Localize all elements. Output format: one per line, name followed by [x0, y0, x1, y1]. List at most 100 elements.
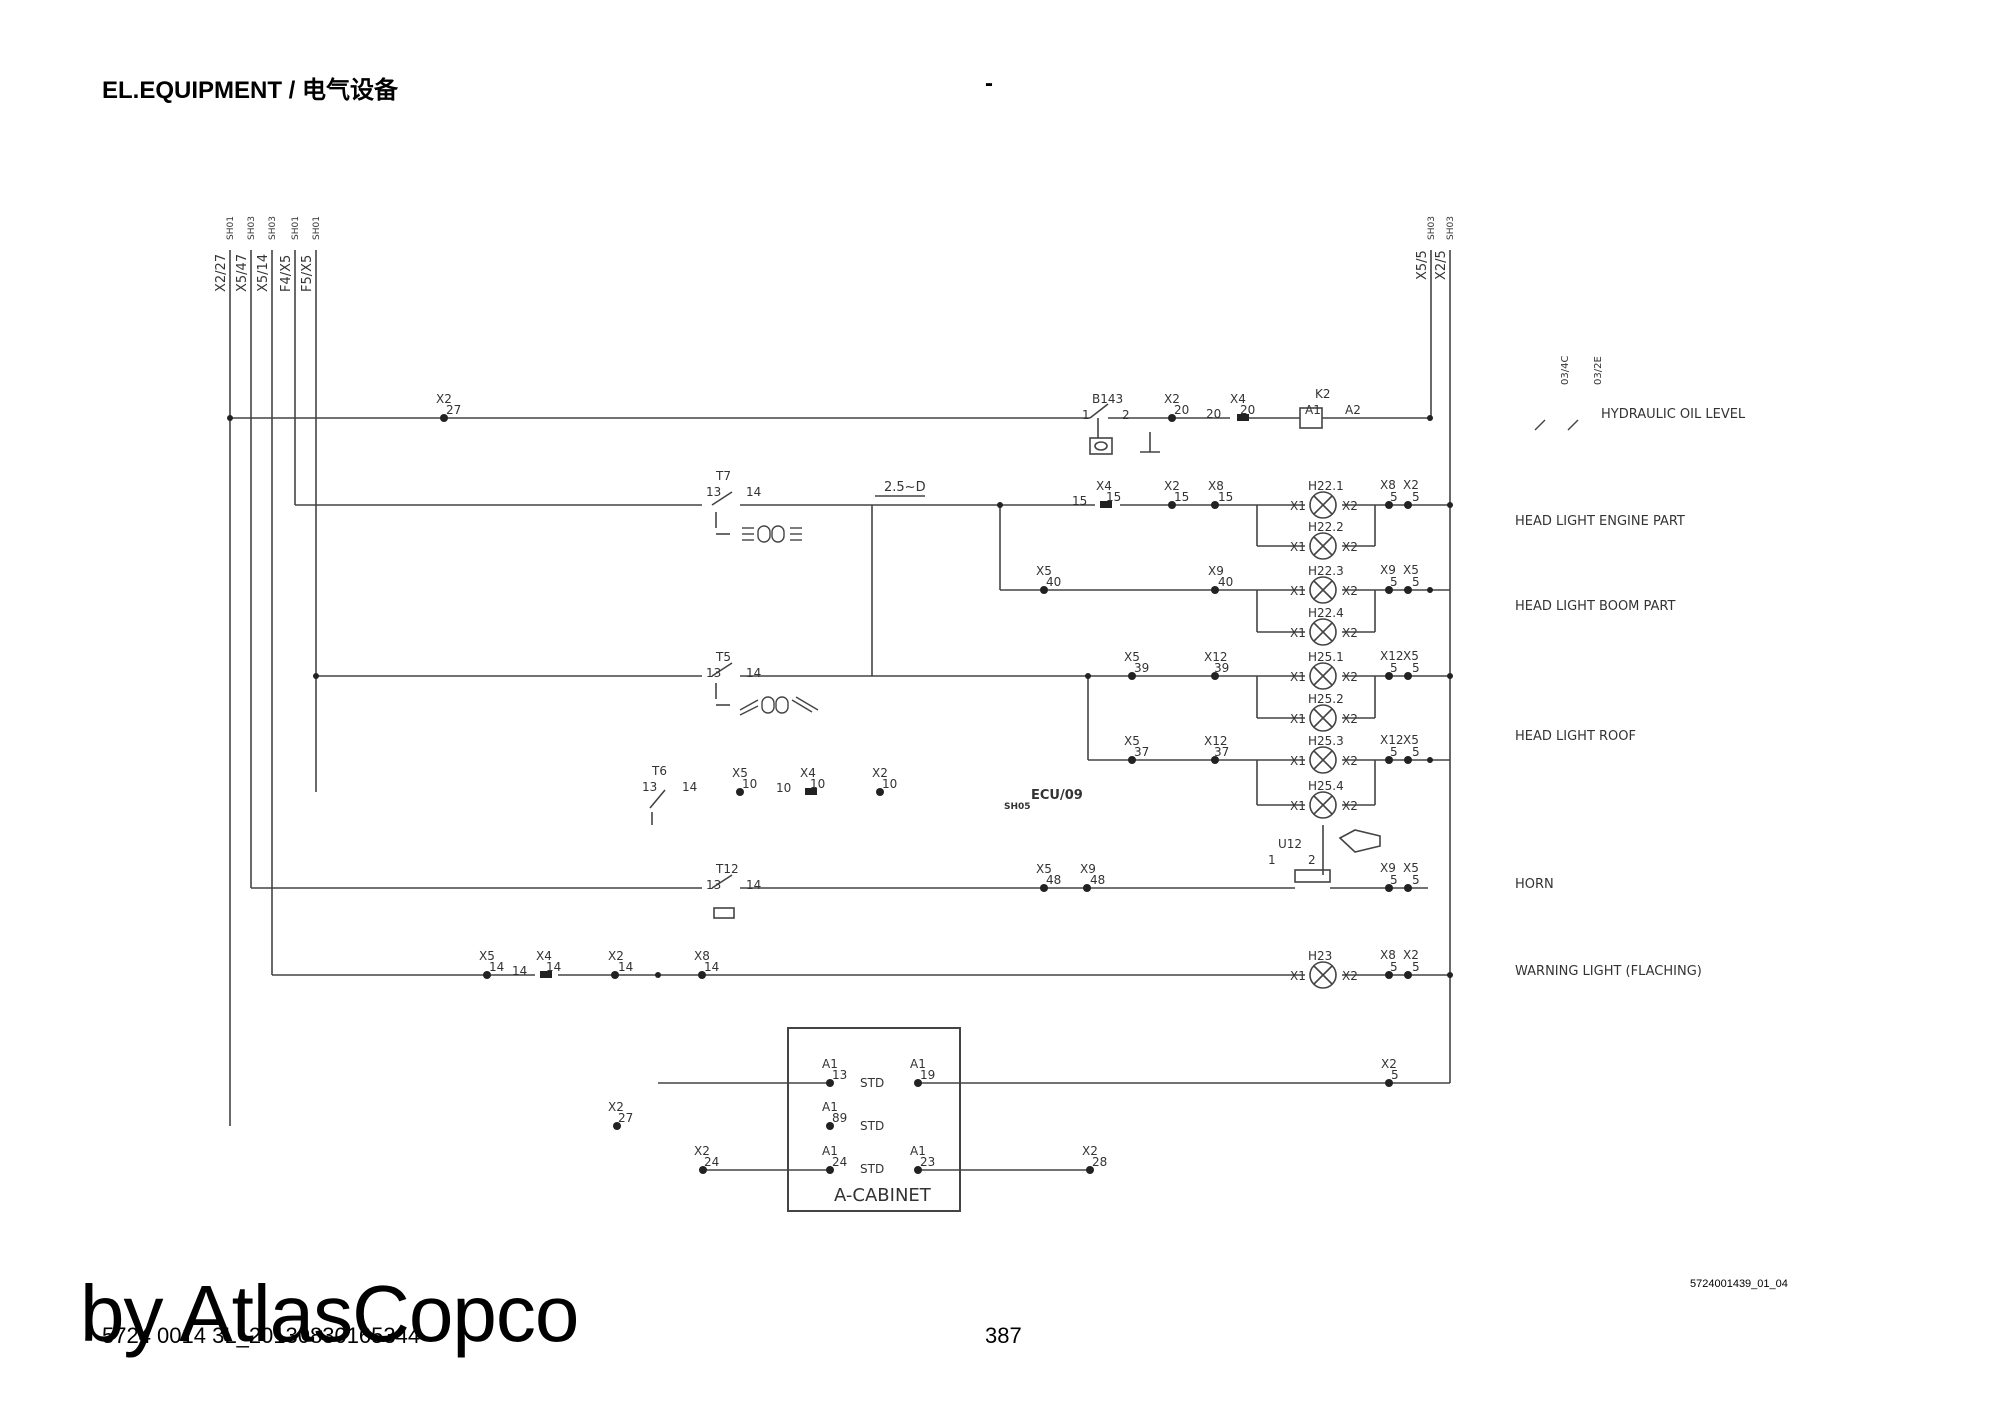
terminal-x4-10-name: X4 — [800, 766, 816, 780]
lamp-h25-4 — [1309, 791, 1337, 819]
terminal-x4-10-pin: 10 — [810, 777, 825, 791]
terminal-t12-pin2: 14 — [746, 878, 761, 892]
lamp-pin1-h25-4: X1 — [1290, 799, 1306, 813]
terminal-x5-48-name: X5 — [1036, 862, 1052, 876]
terminal-x4-20-pin: 20 — [1240, 403, 1255, 417]
end-terminal-e4-b: X5 — [1403, 733, 1419, 747]
label-head-light-engine: HEAD LIGHT ENGINE PART — [1515, 514, 1685, 529]
terminal-x12-37-name: X12 — [1204, 734, 1228, 748]
lamp-label-h22-2: H22.2 — [1308, 520, 1344, 534]
terminal-x2-20-pin: 20 — [1174, 403, 1189, 417]
lamp-pin1-h22-2: X1 — [1290, 540, 1306, 554]
terminal-x9-48-pin: 48 — [1090, 873, 1105, 887]
terminal-b143-pin2: 2 — [1122, 408, 1130, 422]
terminal-x4-15-pin: 15 — [1106, 490, 1121, 504]
end-terminal-e6-b: X2 — [1403, 948, 1419, 962]
end-terminal-e1-a: X8 — [1380, 478, 1396, 492]
lamp-pin1-h22-4: X1 — [1290, 626, 1306, 640]
lamp-h25-3 — [1309, 746, 1337, 774]
bus-label-x2-27: X2/27 — [214, 254, 229, 292]
terminal-x12-39-name: X12 — [1204, 650, 1228, 664]
terminal-x5-39-name: X5 — [1124, 650, 1140, 664]
terminal-x8-14-pin: 14 — [704, 960, 719, 974]
terminal-a1-89-name: A1 — [822, 1100, 838, 1114]
terminal-x2-10-pin: 10 — [882, 777, 897, 791]
svg-text:SH03: SH03 — [1446, 216, 1456, 240]
ecu-ref: SH05 — [1004, 802, 1031, 812]
end-terminal-e2-b: X5 — [1403, 563, 1419, 577]
terminal-x4-15-name: X4 — [1096, 479, 1112, 493]
terminal-t6-pin2: 14 — [682, 780, 697, 794]
terminal-t7-pin2: 14 — [746, 485, 761, 499]
terminal-x2-27-bot-pin: 27 — [618, 1111, 633, 1125]
end-terminal-e2-a: X9 — [1380, 563, 1396, 577]
end-terminal-e1-pin-b: 5 — [1412, 490, 1420, 504]
terminal-t7-pin1: 13 — [706, 485, 721, 499]
ecu-label: ECU/09 — [1031, 788, 1083, 803]
lamp-label-h22-4: H22.4 — [1308, 606, 1344, 620]
lamp-label-h25-2: H25.2 — [1308, 692, 1344, 706]
svg-text:SH03: SH03 — [1427, 216, 1437, 240]
terminal-x2-20-name: X2 — [1164, 392, 1180, 406]
lamp-label-h22-1: H22.1 — [1308, 479, 1344, 493]
terminal-x4-20-name: X4 — [1230, 392, 1246, 406]
terminal-x12-39-pin: 39 — [1214, 661, 1229, 675]
terminal-a1-89-pin: 89 — [832, 1111, 847, 1125]
terminal-x4-14-name: X4 — [536, 949, 552, 963]
terminal-x5-10-pin: 10 — [742, 777, 757, 791]
terminal-u12-name: U12 — [1278, 837, 1302, 851]
end-terminal-e3-a: X12 — [1380, 649, 1404, 663]
end-terminal-e6-pin-b: 5 — [1412, 960, 1420, 974]
header-dash: - — [985, 70, 993, 97]
end-terminal-e6-pin-a: 5 — [1390, 960, 1398, 974]
end-terminal-e3-pin-b: 5 — [1412, 661, 1420, 675]
end-terminal-e1-pin-a: 5 — [1390, 490, 1398, 504]
lamp-h23 — [1309, 961, 1337, 989]
lamp-h22-1 — [1309, 491, 1337, 519]
terminal-x2-24-pin: 24 — [704, 1155, 719, 1169]
label-horn: HORN — [1515, 877, 1554, 892]
terminal-x2-27-top-name: X2 — [436, 392, 452, 406]
lamp-pin1-h25-1: X1 — [1290, 670, 1306, 684]
terminal-x4-14-pin-in: 14 — [512, 964, 527, 978]
lamp-label-h25-3: H25.3 — [1308, 734, 1344, 748]
terminal-x2-14-name: X2 — [608, 949, 624, 963]
svg-text:STD: STD — [860, 1076, 884, 1090]
label-head-light-boom: HEAD LIGHT BOOM PART — [1515, 599, 1676, 614]
lamp-h25-1 — [1309, 662, 1337, 690]
lamp-pin2-h23: X2 — [1342, 969, 1358, 983]
terminal-a1-23-pin: 23 — [920, 1155, 935, 1169]
lamp-pin2-h25-2: X2 — [1342, 712, 1358, 726]
terminal-x4-15-pin-in: 15 — [1072, 494, 1087, 508]
label-warning-light: WARNING LIGHT (FLACHING) — [1515, 964, 1702, 979]
terminal-t7-name: T7 — [715, 469, 731, 483]
terminal-t5-pin2: 14 — [746, 666, 761, 680]
label-head-light-roof: HEAD LIGHT ROOF — [1515, 729, 1636, 744]
lamp-pin2-h25-1: X2 — [1342, 670, 1358, 684]
terminal-k2-pin1: A1 — [1305, 403, 1321, 417]
a-cabinet-label: A-CABINET — [834, 1185, 932, 1206]
terminal-a1-24-pin: 24 — [832, 1155, 847, 1169]
lamp-label-h22-3: H22.3 — [1308, 564, 1344, 578]
bus-label-x5-47: X5/47 — [235, 254, 250, 292]
terminal-x9-40-pin: 40 — [1218, 575, 1233, 589]
svg-text:SH01: SH01 — [226, 216, 236, 240]
lamp-pin2-h25-4: X2 — [1342, 799, 1358, 813]
doc-number: 5724 0014 3L_20130830165344 — [102, 1323, 421, 1348]
terminal-a1-19-pin: 19 — [920, 1068, 935, 1082]
terminal-a1-24-name: A1 — [822, 1144, 838, 1158]
lamp-label-h25-1: H25.1 — [1308, 650, 1344, 664]
svg-text:STD: STD — [860, 1162, 884, 1176]
lamp-h25-2 — [1309, 704, 1337, 732]
drawing-id: 5724001439_01_04 — [1690, 1278, 1788, 1290]
end-terminal-e2-pin-a: 5 — [1390, 575, 1398, 589]
terminal-x2-15-name: X2 — [1164, 479, 1180, 493]
terminal-t6-name: T6 — [651, 764, 667, 778]
end-terminal-e5-a: X9 — [1380, 861, 1396, 875]
lamp-h22-4 — [1309, 618, 1337, 646]
terminal-x4-14-pin: 14 — [546, 960, 561, 974]
terminal-x2-27-top-pin: 27 — [446, 403, 461, 417]
contact-ref-2: 03/2E — [1593, 356, 1604, 385]
svg-text:SH03: SH03 — [268, 216, 278, 240]
